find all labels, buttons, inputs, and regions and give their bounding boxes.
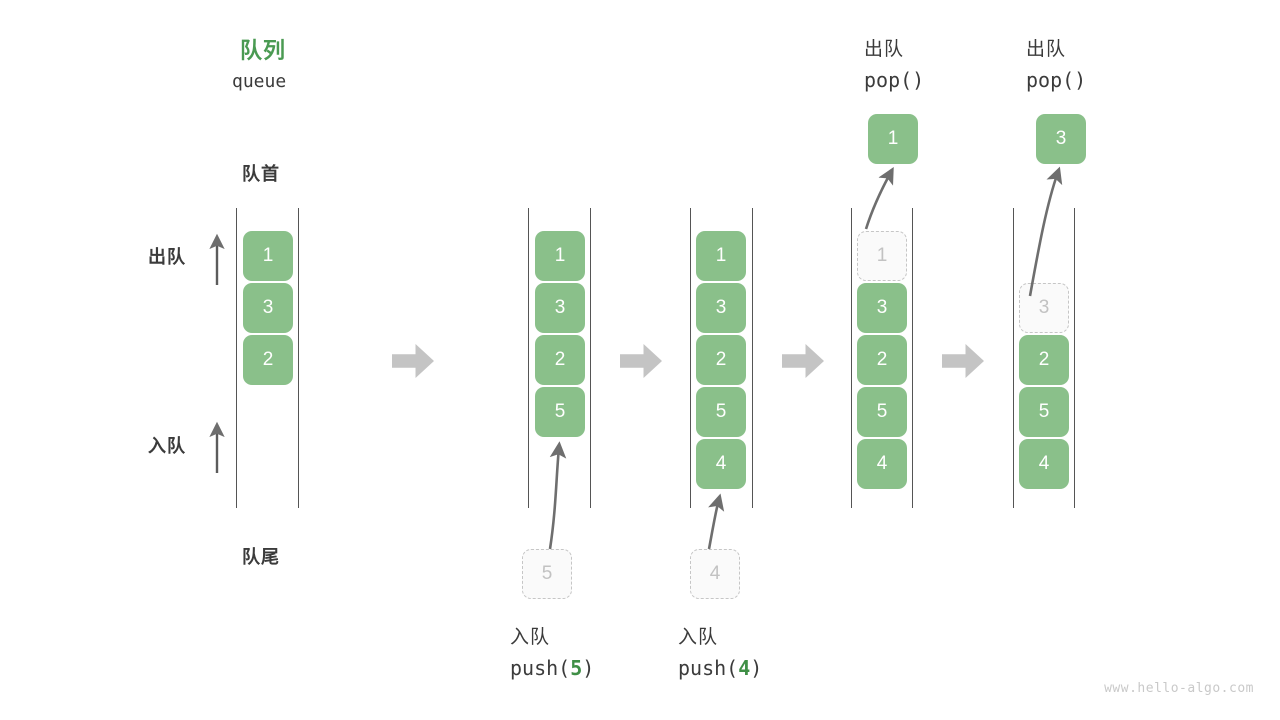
site-watermark: www.hello-algo.com xyxy=(1104,681,1254,696)
stage-transition-arrow-4 xyxy=(942,344,984,378)
queue-cell: 2 xyxy=(1019,335,1069,385)
push-5-label-code: push(5) xyxy=(510,656,594,680)
stage-transition-arrow-3 xyxy=(782,344,824,378)
queue-rail-right xyxy=(1074,208,1075,508)
queue-cell-new: 5 xyxy=(535,387,585,437)
queue-cell-new: 4 xyxy=(696,439,746,489)
queue-title-cn: 队列 xyxy=(240,38,287,63)
queue-cell: 1 xyxy=(243,231,293,281)
push-5-label-cn: 入队 xyxy=(510,627,551,648)
pop-3-label-code: pop() xyxy=(1026,68,1087,92)
enqueue-direction-label: 入队 xyxy=(148,436,186,456)
push-5-code-value: 5 xyxy=(570,656,583,680)
queue-rail-left xyxy=(528,208,529,508)
push-4-code-suffix: ) xyxy=(750,656,763,680)
queue-cell: 3 xyxy=(857,283,907,333)
queue-rail-left xyxy=(1013,208,1014,508)
popped-cell-3: 3 xyxy=(1036,114,1086,164)
queue-cell: 1 xyxy=(535,231,585,281)
queue-rail-right xyxy=(752,208,753,508)
queue-column-pop-1: 1 3 2 5 4 xyxy=(851,208,913,508)
queue-column-pop-3: 3 2 5 4 xyxy=(1013,208,1075,508)
push-4-code-prefix: push( xyxy=(678,656,739,680)
queue-column-push-4: 1 3 2 5 4 xyxy=(690,208,753,508)
incoming-ghost-cell-4: 4 xyxy=(690,549,740,599)
popped-cell-1: 1 xyxy=(868,114,918,164)
queue-rail-right xyxy=(912,208,913,508)
queue-cell: 2 xyxy=(857,335,907,385)
push-4-label-code: push(4) xyxy=(678,656,762,680)
incoming-ghost-cell-5: 5 xyxy=(522,549,572,599)
queue-cell: 1 xyxy=(696,231,746,281)
queue-rail-right xyxy=(590,208,591,508)
queue-rail-left xyxy=(690,208,691,508)
dequeue-direction-label: 出队 xyxy=(148,247,186,267)
queue-cell-removed: 3 xyxy=(1019,283,1069,333)
stage-transition-arrow-1 xyxy=(392,344,434,378)
queue-rail-left xyxy=(851,208,852,508)
queue-head-label: 队首 xyxy=(242,164,280,184)
queue-tail-label: 队尾 xyxy=(242,547,280,567)
queue-cell-removed: 1 xyxy=(857,231,907,281)
queue-rail-right xyxy=(298,208,299,508)
push-4-code-value: 4 xyxy=(738,656,751,680)
queue-column-initial: 1 3 2 xyxy=(236,208,299,508)
queue-column-push-5: 1 3 2 5 xyxy=(528,208,591,508)
queue-rail-left xyxy=(236,208,237,508)
queue-cell: 2 xyxy=(535,335,585,385)
stage-transition-arrow-2 xyxy=(620,344,662,378)
pop-1-label-cn: 出队 xyxy=(864,39,905,60)
queue-cell: 5 xyxy=(696,387,746,437)
pop-1-label-code: pop() xyxy=(864,68,925,92)
push-4-label-cn: 入队 xyxy=(678,627,719,648)
queue-cell: 5 xyxy=(857,387,907,437)
queue-cell: 5 xyxy=(1019,387,1069,437)
pop-3-label-cn: 出队 xyxy=(1026,39,1067,60)
queue-cell: 2 xyxy=(243,335,293,385)
queue-cell: 3 xyxy=(535,283,585,333)
queue-cell: 3 xyxy=(243,283,293,333)
queue-cell: 4 xyxy=(857,439,907,489)
queue-title-en: queue xyxy=(232,71,287,92)
queue-cell: 3 xyxy=(696,283,746,333)
push-5-code-prefix: push( xyxy=(510,656,571,680)
push-5-code-suffix: ) xyxy=(582,656,595,680)
queue-cell: 4 xyxy=(1019,439,1069,489)
queue-cell: 2 xyxy=(696,335,746,385)
